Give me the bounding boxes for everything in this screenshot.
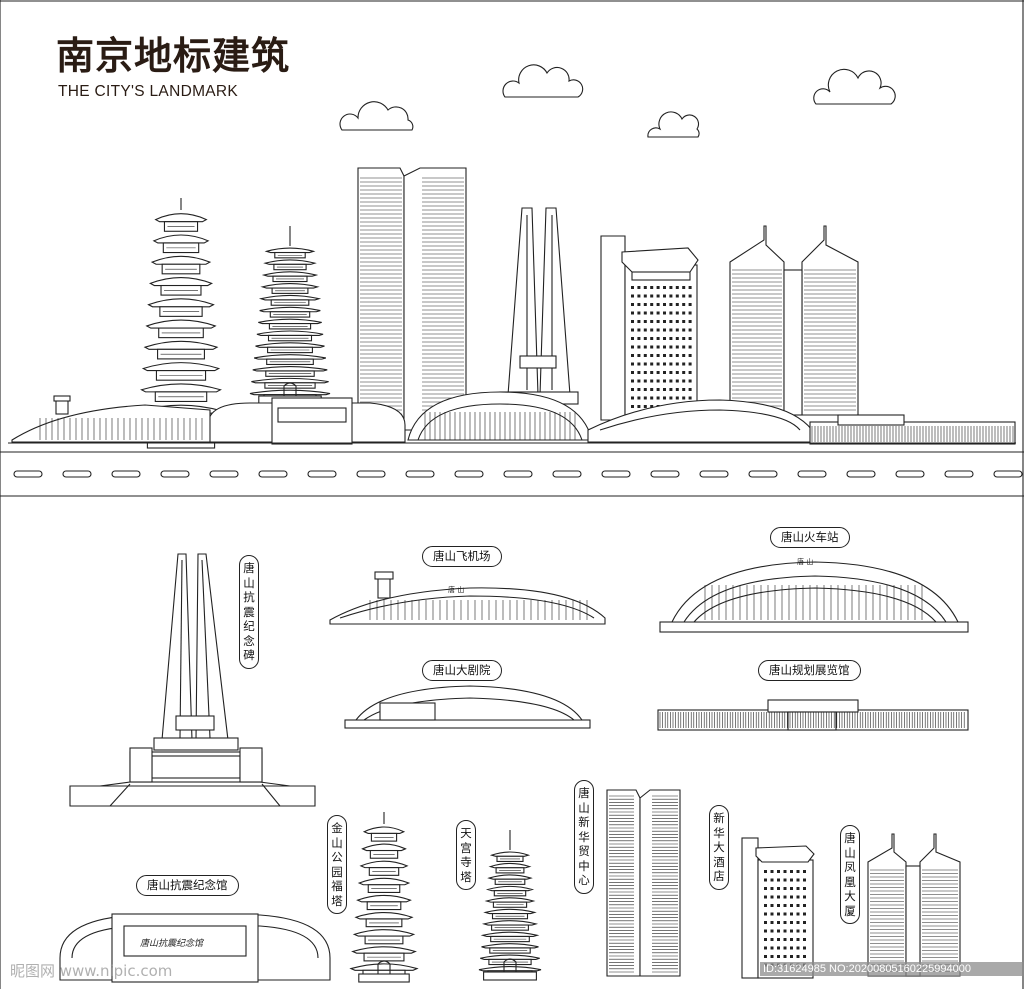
road (0, 451, 1024, 497)
label-airport: 唐山飞机场 (422, 546, 502, 567)
skyline-memorial-obelisk (499, 207, 579, 405)
xinhua-hotel-drawing (741, 837, 815, 979)
skyline-theater (587, 399, 813, 443)
skyline-memorial-hall (207, 397, 406, 445)
label-phoenix: 唐山凤凰大厦 (840, 825, 860, 924)
skyline-composition (8, 167, 1016, 449)
station-sign: 唐 山 (797, 557, 813, 566)
tiangong-pagoda-drawing (478, 830, 542, 981)
page-title: 南京地标建筑 (56, 34, 291, 78)
skyline-airport (11, 395, 211, 443)
skyline-xinhua-trade (357, 167, 467, 431)
label-station: 唐山火车站 (770, 527, 850, 548)
clouds (339, 64, 896, 138)
label-xinhua-hotel: 新华大酒店 (709, 805, 729, 890)
label-memorial: 唐山抗震纪念碑 (239, 555, 259, 669)
airport-sign: 唐 山 (448, 585, 464, 594)
label-memorial-hall: 唐山抗震纪念馆 (136, 875, 239, 896)
skyline-fu-pagoda (136, 198, 226, 449)
phoenix-drawing (867, 833, 961, 977)
label-fu-tower: 金山公园福塔 (327, 815, 347, 914)
memorial-hall-sign: 唐山抗震纪念馆 (140, 938, 205, 949)
watermark-right: ID:31624985 NO:20200805160225994000 (760, 962, 1024, 976)
page-subtitle: THE CITY'S LANDMARK (58, 83, 239, 100)
skyline-xinhua-hotel (600, 235, 699, 421)
fu-pagoda-drawing (349, 812, 419, 983)
watermark-left: 昵图网 www.nipic.com (10, 962, 173, 980)
memorial-hall-drawing: 唐山抗震纪念馆 (59, 913, 331, 983)
station-drawing: 唐 山 (659, 557, 969, 633)
skyline-tiangong-pagoda (249, 226, 331, 405)
xinhua-trade-drawing (606, 789, 681, 977)
label-theater: 唐山大剧院 (422, 660, 502, 681)
memorial-obelisk-drawing (69, 553, 316, 807)
label-tiangong: 天宫寺塔 (456, 820, 476, 890)
label-planning: 唐山规划展览馆 (758, 660, 861, 681)
skyline-planning-hall (809, 414, 1016, 445)
airport-drawing: 唐 山 (329, 571, 606, 625)
skyline-phoenix-towers (729, 225, 859, 416)
label-xinhua-trade: 唐山新华贸中心 (574, 780, 594, 894)
theater-drawing (344, 685, 591, 729)
planning-hall-drawing (657, 699, 969, 731)
skyline-station (407, 391, 593, 441)
